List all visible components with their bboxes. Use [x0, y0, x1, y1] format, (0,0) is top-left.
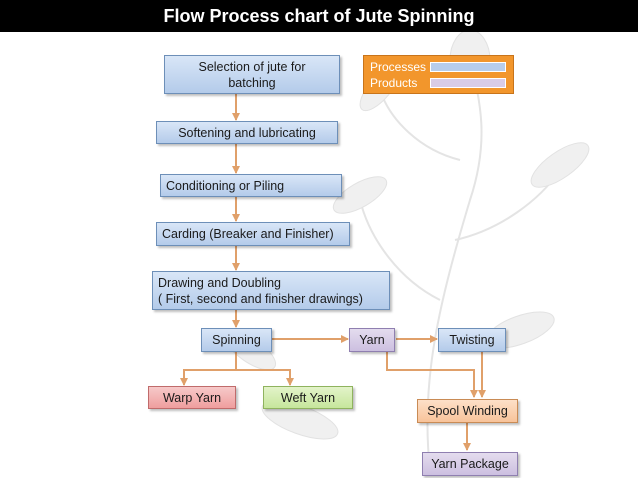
legend-products: Products — [370, 76, 506, 90]
box-yarn-package-label: Yarn Package — [431, 457, 509, 471]
legend-processes-swatch — [430, 62, 506, 72]
legend: Processes Products — [363, 55, 514, 94]
box-spool-winding-label: Spool Winding — [427, 404, 508, 418]
legend-processes: Processes — [370, 60, 506, 74]
box-spinning-label: Spinning — [212, 333, 261, 347]
box-weft-yarn: Weft Yarn — [263, 386, 353, 409]
box-yarn-package: Yarn Package — [422, 452, 518, 476]
box-weft-yarn-label: Weft Yarn — [280, 390, 336, 405]
box-softening-label: Softening and lubricating — [178, 125, 316, 140]
box-conditioning-label: Conditioning or Piling — [166, 178, 285, 193]
page-title: Flow Process chart of Jute Spinning — [163, 5, 475, 26]
box-drawing: Drawing and Doubling ( First, second and… — [152, 271, 390, 310]
arrow-yarn-spool — [386, 352, 478, 398]
box-softening: Softening and lubricating — [156, 121, 338, 144]
box-warp-yarn: Warp Yarn — [148, 386, 236, 409]
box-spinning: Spinning — [201, 328, 272, 352]
box-twisting-label: Twisting — [449, 333, 495, 347]
box-drawing-line2: ( First, second and finisher drawings) — [158, 291, 363, 306]
title-bar: Flow Process chart of Jute Spinning — [0, 0, 638, 32]
legend-processes-label: Processes — [370, 60, 427, 74]
box-carding-label: Carding (Breaker and Finisher) — [162, 227, 334, 241]
arrow-spinning-branches — [183, 352, 237, 384]
box-selection-label: Selection of jute for batching — [198, 59, 306, 90]
box-twisting: Twisting — [438, 328, 506, 352]
box-spool-winding: Spool Winding — [417, 399, 518, 423]
box-selection: Selection of jute for batching — [164, 55, 340, 94]
legend-products-label: Products — [370, 76, 418, 90]
legend-products-swatch — [430, 78, 506, 88]
box-warp-yarn-label: Warp Yarn — [162, 390, 222, 405]
box-carding: Carding (Breaker and Finisher) — [156, 222, 350, 246]
box-yarn-label: Yarn — [359, 333, 385, 347]
box-conditioning: Conditioning or Piling — [160, 174, 342, 197]
box-yarn: Yarn — [349, 328, 395, 352]
box-drawing-line1: Drawing and Doubling — [158, 275, 281, 290]
